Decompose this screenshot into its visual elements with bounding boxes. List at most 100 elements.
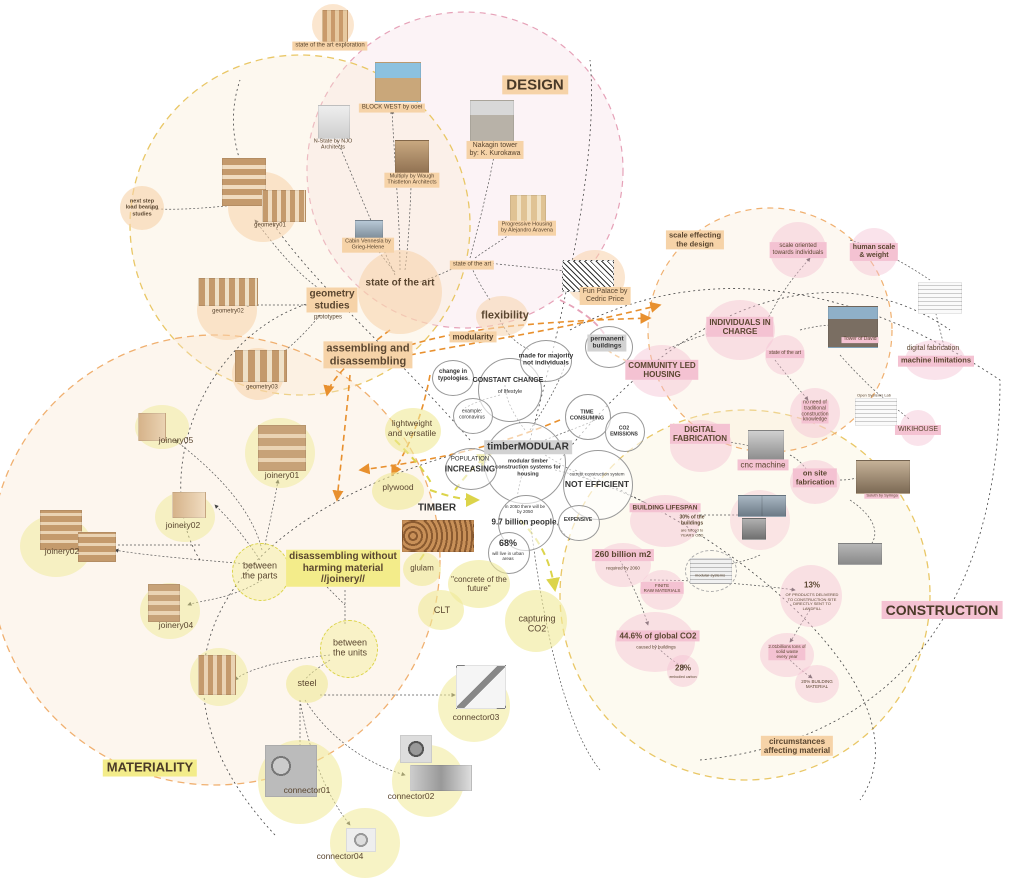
lifespan-note-label: are forced to YEARS OLD xyxy=(680,527,704,537)
two-point-label: 2.01billions tons of solid waste every y… xyxy=(768,644,806,660)
example-label: example: coronavirus xyxy=(459,408,485,420)
design-link xyxy=(469,149,497,259)
geometry-studies-label: geometry studies xyxy=(306,287,358,313)
connector01-label: connector01 xyxy=(283,785,331,796)
thirteen-note-label: OF PRODUCTS DELIVERED TO CONSTRUCTION SI… xyxy=(785,591,839,611)
cnc-label: cnc machine xyxy=(737,459,789,471)
will-live-label: will live in urban areas xyxy=(492,550,524,561)
forty-four-bubble xyxy=(615,612,695,672)
design-link xyxy=(267,314,321,366)
geometry02-label: geometry02 xyxy=(212,308,244,315)
time-consuming-label: TIME CONSUMING xyxy=(569,409,605,422)
joinery01-label: joinery01 xyxy=(264,470,300,481)
block-west-image xyxy=(375,62,421,102)
geometry01-label: geometry01 xyxy=(254,222,286,229)
connector-arc xyxy=(559,292,951,461)
connector-arc xyxy=(569,288,1001,761)
expensive-bubble xyxy=(558,505,600,541)
human-scale-label: human scale & weight xyxy=(849,242,899,262)
construction-link xyxy=(849,499,876,551)
joinery02-image-b xyxy=(40,510,82,550)
prototypes-label: prototypes xyxy=(313,314,343,321)
state-of-art-c-label: state of the art xyxy=(766,350,804,358)
connector04-image xyxy=(346,828,376,852)
expensive-label: EXPENSIVE xyxy=(563,517,593,524)
between-parts-label: between the parts xyxy=(242,560,278,581)
sixtyeight-label: 68% xyxy=(498,537,518,548)
digital-fab-label: DIGITAL FABRICATION xyxy=(669,423,731,445)
joinery04-label: joinery04 xyxy=(158,620,194,631)
state-of-art-bubble xyxy=(358,250,442,334)
thirty-percent-label: 30% of the buildings xyxy=(679,514,705,526)
progressive-housing-image xyxy=(510,195,546,223)
construction-region-circle xyxy=(559,409,931,781)
timber-label: TIMBER xyxy=(417,502,457,514)
capturing-bubble xyxy=(505,590,567,652)
finite-label: FINITE RAW MATERIALS xyxy=(640,581,684,595)
footnote-bubble xyxy=(685,550,737,592)
timbermodular-subtitle: modular timber construction systems for … xyxy=(495,458,561,478)
multiply-image xyxy=(395,140,429,176)
design-title: DESIGN xyxy=(502,75,568,95)
state-of-art-exploration-image xyxy=(322,10,348,42)
construction-link xyxy=(789,659,813,679)
no-need-label: no need of traditional construction know… xyxy=(801,399,829,424)
glulam-bubble xyxy=(403,552,441,586)
connector04-label: connector04 xyxy=(316,851,364,862)
lifespan-image-a xyxy=(738,495,762,517)
disassembling-label: disassembling without harming material /… xyxy=(286,549,400,587)
joinery05-image xyxy=(138,413,166,441)
twenty-eight-bubble xyxy=(667,655,699,687)
individuals-label: INDIVIDUALS IN CHARGE xyxy=(706,316,774,338)
digital-fab-small-label: digital fabrication xyxy=(906,344,960,352)
joinery02-image-a xyxy=(172,492,206,518)
construction-link xyxy=(619,559,650,626)
lifespan-image-c xyxy=(742,518,766,540)
plywood-bubble xyxy=(372,472,424,510)
scale-effecting-label: scale effecting the design xyxy=(665,230,725,250)
block-west-label: BLOCK WEST by ooei xyxy=(358,103,426,113)
clt-label: CLT xyxy=(433,604,451,615)
connector02-label: connector02 xyxy=(387,791,435,802)
materiality-link xyxy=(187,579,263,606)
nine-billion-label: 9.7 billion people xyxy=(491,517,557,527)
solution-image xyxy=(856,460,910,494)
joinery03-image xyxy=(198,655,236,695)
geometry01-image-b xyxy=(262,190,306,222)
open-systems-label: Open Systems Lab xyxy=(856,392,892,398)
construction-title: CONSTRUCTION xyxy=(881,600,1003,620)
state-of-art-exploration-label: state of the art exploration xyxy=(292,41,368,51)
materiality-link xyxy=(309,569,346,606)
change-typologies-bubble xyxy=(432,360,474,396)
construction-link xyxy=(789,609,811,643)
clt-bubble xyxy=(418,590,464,630)
between-units-label: between the units xyxy=(332,637,368,658)
time-consuming-bubble xyxy=(565,394,611,440)
population-bubble xyxy=(445,448,497,490)
connector-arc xyxy=(203,449,471,836)
construction-link xyxy=(654,644,686,669)
lifespan-image-b xyxy=(762,495,786,517)
connector01-image xyxy=(265,745,317,797)
flexibility-bubble xyxy=(476,296,528,336)
joinery02-image-c xyxy=(78,532,116,562)
construction-link xyxy=(649,579,796,592)
assembling-arrow xyxy=(391,374,431,477)
twenty-percent-bubble xyxy=(795,665,839,703)
caused-label: caused by buildings xyxy=(636,644,676,650)
tower-david-label: Tower of David xyxy=(841,336,879,343)
change-typologies-label: change in typologies xyxy=(437,369,469,382)
connector-arc xyxy=(233,79,471,441)
n-state-label: N-State by NJO Architects xyxy=(313,138,353,151)
nagakin-label: Nakagin tower by: K. Kurokawa xyxy=(466,140,524,160)
open-systems-doc-image xyxy=(855,398,897,426)
next-step-label: next step load bearing studies xyxy=(125,198,159,218)
joinery02b-label: joinery02 xyxy=(44,546,80,557)
joinery04-image xyxy=(148,584,180,622)
cnc-image xyxy=(748,430,784,462)
thirteen-bubble xyxy=(780,565,842,627)
building-lifespan-label: BUILDING LIFESPAN xyxy=(629,503,701,513)
state-of-art-label: state of the art xyxy=(365,277,435,289)
population-label: POPULATION xyxy=(450,456,490,463)
footnote-label: modular systems xyxy=(694,572,726,578)
